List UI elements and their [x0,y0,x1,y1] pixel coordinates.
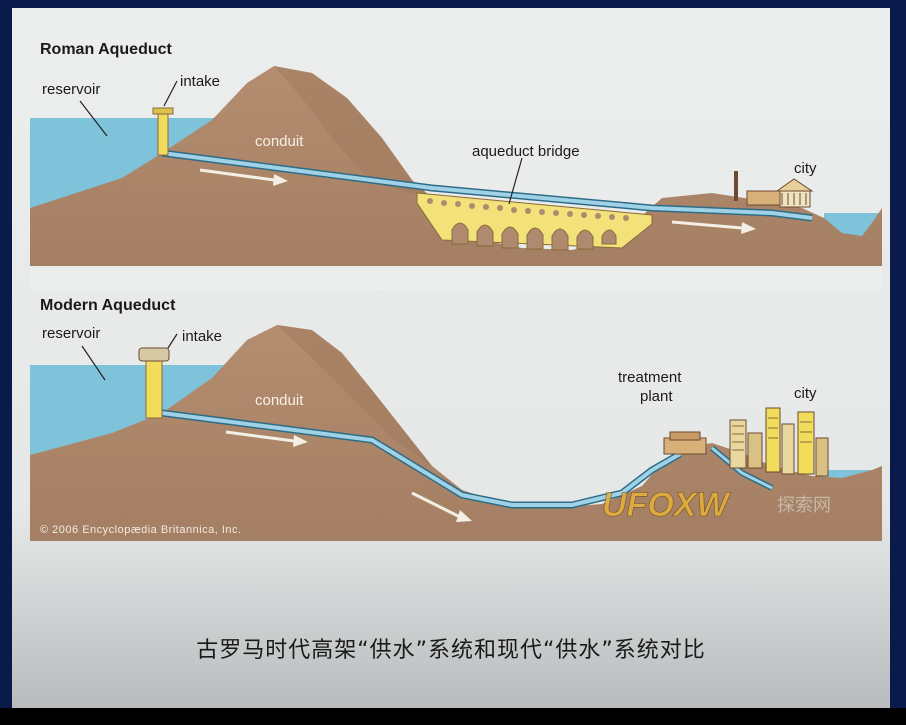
treatment-label-line1: treatment [618,369,682,386]
roman-panel: Roman Aqueduct reservoir intake conduit … [30,41,882,266]
roman-city [734,171,814,208]
roman-leader-lines [79,80,523,205]
modern-intake-label: intake [182,328,222,345]
panel-divider [30,268,882,290]
roman-conduit-label: conduit [255,133,304,150]
watermark-chinese: 探索网 [777,495,831,515]
modern-hill-shadow [277,325,432,466]
modern-city [729,407,829,477]
treatment-plant [663,431,707,455]
modern-ground [30,325,882,541]
slide-frame: Roman Aqueduct reservoir intake conduit … [12,8,890,708]
modern-panel: Modern Aqueduct reservoir intake conduit… [30,297,882,541]
copyright-notice: © 2006 Encyclopædia Britannica, Inc. [40,524,242,536]
roman-ground [30,66,882,266]
modern-leader-lines [81,333,178,381]
modern-conduit-label: conduit [255,392,304,409]
roman-city-label: city [794,160,817,177]
roman-intake-tower [152,107,174,156]
roman-intake-label: intake [180,73,220,90]
watermark-latin: UFOXW [602,486,731,524]
modern-city-label: city [794,385,817,402]
roman-bridge-label: aqueduct bridge [472,143,580,160]
modern-title: Modern Aqueduct [40,297,176,314]
slide-caption: 古罗马时代高架“供水”系统和现代“供水”系统对比 [196,638,706,663]
roman-flow-arrows [199,168,756,234]
modern-intake-tower [138,347,170,419]
roman-title: Roman Aqueduct [40,41,173,58]
aqueduct-bridge [416,192,653,251]
modern-flow-arrows [225,430,472,522]
bottom-bar [0,708,906,725]
treatment-label-line2: plant [640,388,673,405]
roman-reservoir-label: reservoir [42,81,100,98]
modern-reservoir-label: reservoir [42,325,100,342]
aqueduct-diagram: Roman Aqueduct reservoir intake conduit … [30,41,882,541]
roman-hill-shadow [274,66,432,198]
